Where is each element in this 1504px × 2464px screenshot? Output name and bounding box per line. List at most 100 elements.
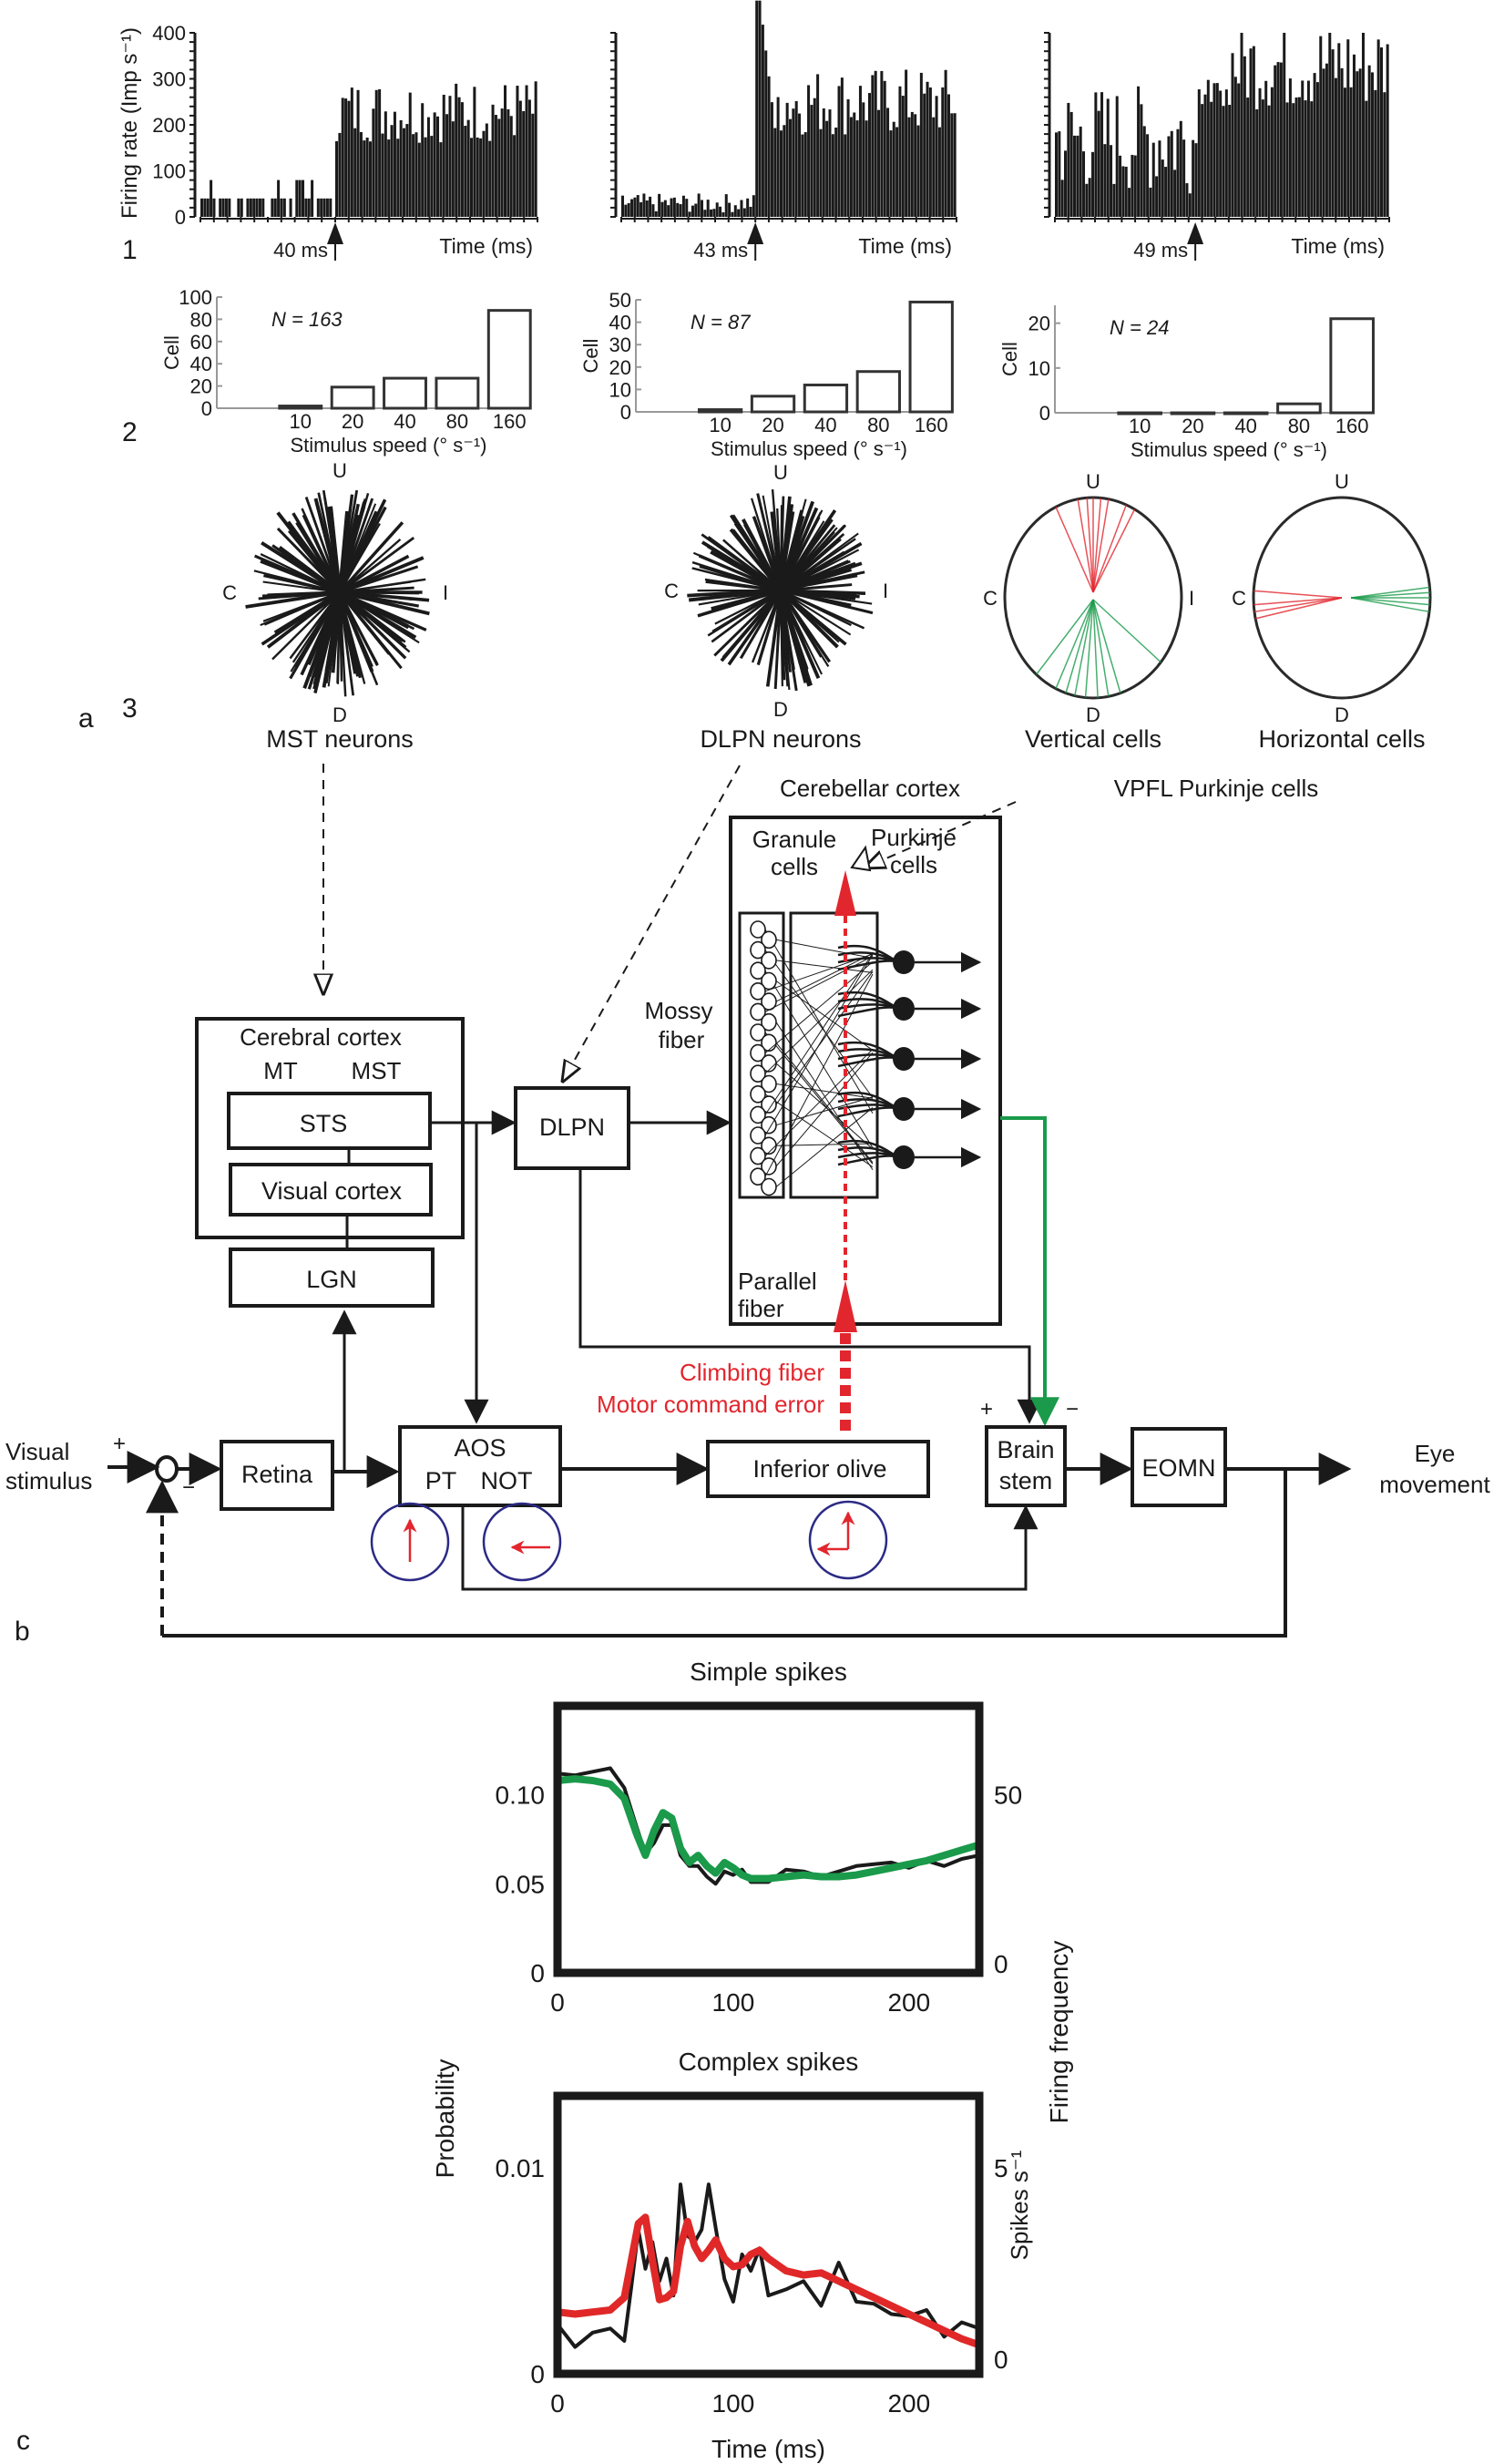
granule-cells-label-2: cells	[771, 853, 818, 880]
dendrite	[837, 1106, 901, 1118]
panel-label-c: c	[16, 2426, 30, 2456]
granule-cells-label-1: Granule	[752, 826, 837, 853]
psth-bin	[1267, 105, 1271, 217]
psth-bin	[886, 108, 890, 217]
tuning-vector	[779, 590, 809, 670]
direction-up-label: U	[773, 461, 788, 484]
y-tick-label-left: 0	[530, 2360, 545, 2388]
psth-bin	[1210, 101, 1213, 217]
purkinje-output-green	[1000, 1116, 1059, 1427]
psth-bin	[645, 200, 649, 217]
tuning-vector	[338, 521, 404, 594]
psth-bin	[831, 134, 834, 217]
visual-stimulus-label-1: Visual	[5, 1438, 69, 1465]
psth-bin	[1374, 89, 1377, 217]
psth-bin	[672, 197, 676, 217]
psth-bin	[905, 69, 908, 217]
psth-bin	[1203, 94, 1207, 217]
psth-bin	[834, 127, 838, 217]
psth-bin	[901, 96, 905, 217]
psth-bin	[1155, 176, 1159, 217]
psth-bin	[1285, 102, 1289, 217]
parallel-fiber	[764, 970, 874, 1148]
psth-bin	[910, 111, 914, 217]
psth-bin	[228, 198, 231, 217]
parallel-fiber	[764, 954, 874, 1136]
stimulus-onset-arrow-icon	[1187, 222, 1204, 244]
down-vector	[1092, 599, 1099, 698]
psth-bin	[658, 193, 661, 217]
psth-bin	[871, 75, 875, 217]
psth-bin	[950, 113, 954, 217]
purkinje-cell	[837, 1042, 982, 1071]
psth-bin	[1319, 36, 1323, 217]
psth-bin	[719, 206, 722, 217]
tuning-vector	[271, 591, 341, 661]
time-axis-label: Time (ms)	[1291, 234, 1385, 258]
psth-bin	[935, 96, 938, 217]
parallel-fiber	[775, 1042, 874, 1164]
trace-frame	[553, 2091, 984, 2378]
psth-bin	[849, 117, 853, 217]
psth-bin	[1279, 62, 1283, 217]
psth-bin	[341, 98, 344, 217]
psth-bin	[892, 121, 895, 217]
psth-bin	[1301, 80, 1304, 218]
psth-bin	[491, 104, 495, 217]
psth-bin	[737, 209, 741, 217]
psth-bin	[277, 180, 281, 217]
mossy-fiber-label-1: Mossy	[644, 997, 712, 1024]
parallel-fiber	[775, 1022, 874, 1170]
psth-bin	[316, 198, 320, 217]
psth-bin	[1188, 193, 1192, 217]
x-tick-label: 20	[1182, 415, 1203, 437]
psth-bin	[785, 102, 789, 217]
psth-bin	[813, 98, 816, 217]
psth-bin	[488, 140, 492, 217]
latency-label: 49 ms	[1133, 239, 1188, 262]
raw-trace	[556, 2182, 980, 2349]
psth-bin	[1283, 33, 1286, 217]
psth-bin	[1182, 139, 1186, 217]
psth-bin	[1379, 47, 1383, 217]
pt-direction-icon	[370, 1502, 450, 1582]
eye-movement-label-2: movement	[1379, 1471, 1490, 1498]
lgn-label: LGN	[306, 1266, 357, 1293]
psth-bin	[822, 108, 825, 217]
y-axis-label: Cell	[998, 342, 1021, 376]
direction-up-label: U	[333, 459, 347, 482]
purkinje-cell	[837, 1092, 982, 1121]
tuning-vector	[727, 589, 783, 666]
down-vector	[1074, 599, 1094, 696]
speed-bar	[908, 300, 954, 414]
down-vector	[1065, 599, 1094, 693]
psth-bin	[1085, 183, 1089, 217]
direction-contra-label: C	[983, 587, 998, 610]
y-tick-label: 0	[620, 401, 631, 424]
tuning-vector	[779, 516, 821, 591]
psth-bin	[946, 94, 950, 217]
psth-bin	[740, 200, 743, 217]
psth-bin	[883, 80, 886, 218]
x-tick-label: 40	[814, 414, 836, 436]
psth-bin	[359, 131, 363, 217]
psth-bin	[500, 108, 504, 217]
psth-bin	[1358, 68, 1362, 218]
visual-cortex-box	[229, 1163, 433, 1217]
purkinje-cells	[837, 945, 982, 1169]
psth-bin	[685, 199, 689, 217]
psth-bin	[258, 198, 261, 217]
psth-bin	[1246, 98, 1250, 217]
psth-bin	[335, 140, 339, 217]
tuning-vector	[729, 590, 782, 652]
psth-bin	[356, 89, 360, 218]
parallel-fiber	[764, 1049, 874, 1156]
tuning-vector	[301, 508, 342, 593]
tuning-vector	[324, 591, 342, 672]
